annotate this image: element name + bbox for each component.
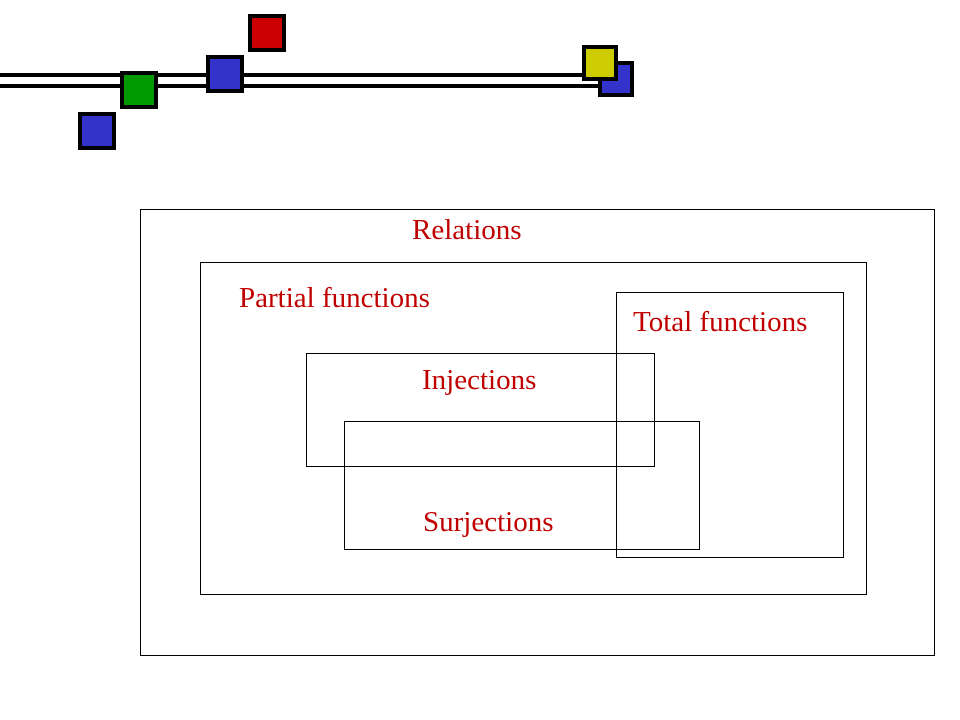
total-functions-box: [616, 292, 844, 558]
decor-line-top: [0, 73, 595, 77]
relations-box: [140, 209, 935, 656]
decor-square-yellow: [582, 45, 618, 81]
surjections-label: Surjections: [423, 506, 554, 538]
decor-square-red: [248, 14, 286, 52]
injections-label: Injections: [422, 364, 537, 396]
relations-label: Relations: [412, 214, 522, 246]
partial-functions-label: Partial functions: [239, 282, 430, 314]
partial-functions-box: [200, 262, 867, 595]
decor-line-bottom: [0, 84, 600, 88]
decor-square-blue-2: [206, 55, 244, 93]
decor-square-blue-1: [78, 112, 116, 150]
surjections-box: [344, 421, 700, 550]
total-functions-label: Total functions: [633, 306, 808, 338]
decor-square-green: [120, 71, 158, 109]
injections-box: [306, 353, 655, 467]
